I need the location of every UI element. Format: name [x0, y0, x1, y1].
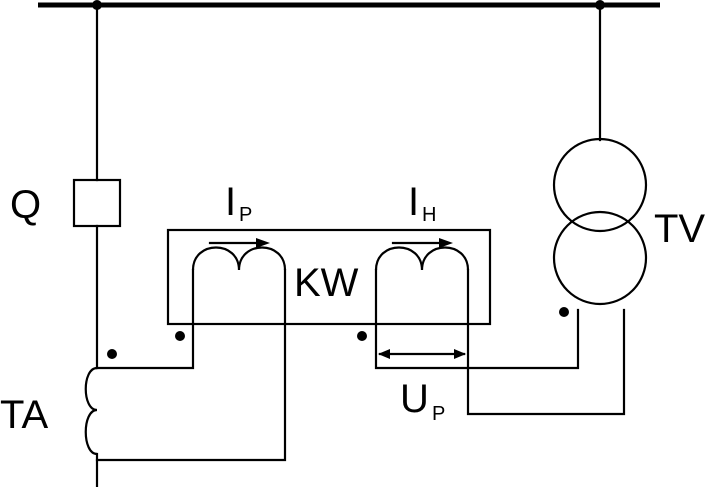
ip-label-main: I	[225, 180, 236, 224]
current-coil-polarity-dot	[175, 331, 185, 341]
ih-label-sub: H	[422, 204, 436, 226]
tv-primary-winding	[552, 137, 648, 233]
ih-label-main: I	[408, 180, 419, 224]
up-arrow-right	[454, 349, 466, 359]
voltage-coil-polarity-dot	[357, 331, 367, 341]
wattmeter-box	[166, 228, 492, 326]
voltage-coil-wire-b	[466, 268, 626, 416]
ta-secondary-bottom-wire	[95, 268, 287, 462]
tv-secondary-winding	[552, 210, 648, 306]
wattmeter-label: KW	[294, 261, 359, 305]
ta-secondary-top-wire	[95, 268, 195, 370]
up-arrow-left	[378, 349, 390, 359]
ip-label-sub: P	[239, 204, 252, 226]
ta-polarity-dot	[107, 349, 117, 359]
voltage-coil-wire-a	[374, 268, 580, 370]
current-coil-arrow-head	[256, 238, 270, 248]
up-label-sub: P	[432, 403, 445, 425]
current-transformer-label: TA	[0, 393, 48, 437]
voltage-coil-arrow-head	[439, 238, 453, 248]
up-label-main: U	[400, 377, 429, 421]
wattmeter-voltage-coil	[374, 246, 470, 271]
voltage-transformer-label: TV	[654, 207, 705, 251]
wattmeter-current-coil	[191, 246, 287, 271]
breaker-q-symbol	[72, 178, 122, 228]
breaker-label: Q	[10, 183, 41, 227]
current-transformer-coil	[84, 366, 98, 456]
tv-polarity-dot	[559, 307, 569, 317]
